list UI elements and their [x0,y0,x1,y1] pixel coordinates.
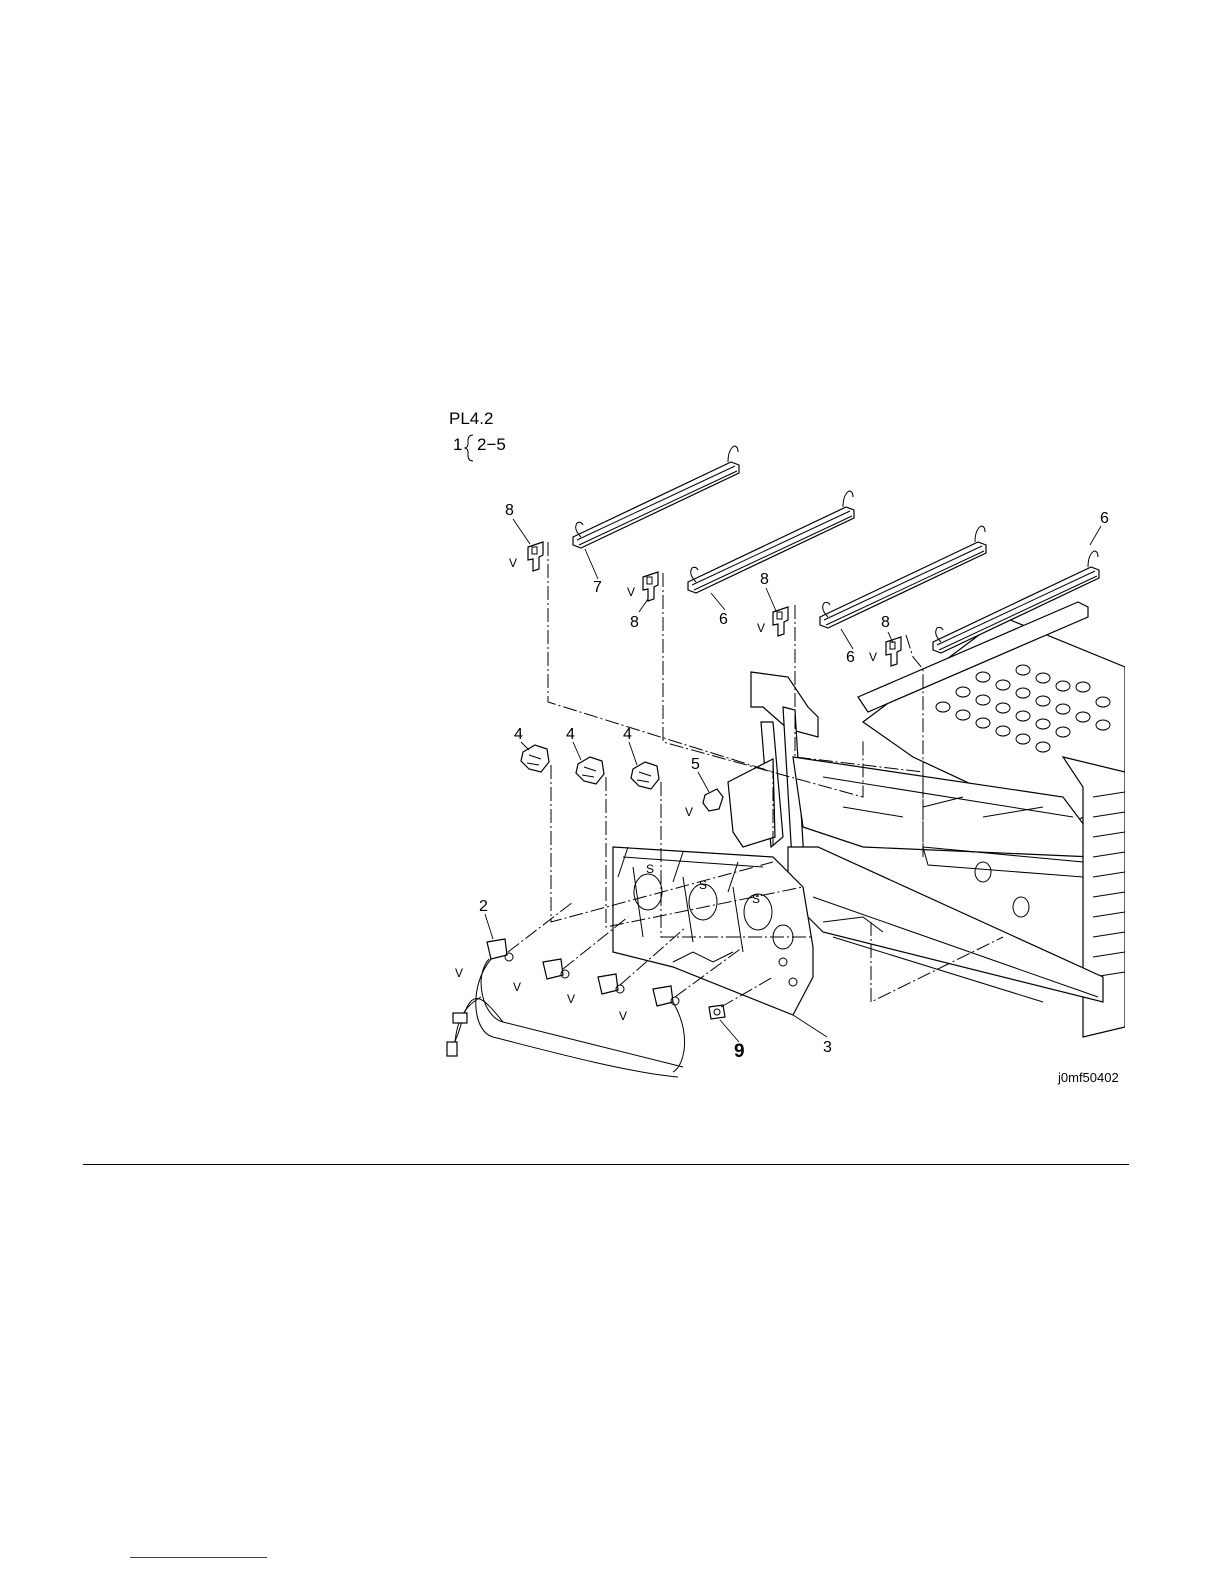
clip-8-d [886,637,901,666]
sensor-4-a [521,745,549,772]
sensor-4-c [631,762,659,789]
v-mark: V [509,556,517,570]
clip-8-b [643,572,658,601]
callout-8: 8 [760,571,769,588]
callout-4: 4 [514,726,523,743]
callout-8: 8 [630,614,639,631]
rail-7 [573,446,739,548]
callout-7: 7 [593,579,602,596]
callout-6: 6 [846,649,855,666]
callout-2: 2 [479,898,488,915]
callout-4: 4 [566,726,575,743]
callout-9: 9 [734,1041,745,1062]
v-mark: V [869,650,877,664]
parts-diagram: PL4.2 1 2−5 [443,377,1125,1107]
v-mark: V [455,966,463,980]
sensor-5 [703,759,775,847]
screw-mark: S [646,862,654,876]
sensor-4-b [576,757,604,784]
assembly-note-item: 1 [453,435,462,454]
exploded-view: PL4.2 1 2−5 [443,377,1125,1107]
v-mark: V [513,980,521,994]
callout-8: 8 [505,502,514,519]
screw-9 [709,1005,725,1019]
callout-8: 8 [881,614,890,631]
sensor-bracket: S S S [613,847,813,1015]
assembly-note-range: 2−5 [477,435,506,454]
callout-6: 6 [1100,510,1109,527]
v-mark: V [567,992,575,1006]
assembly-brace [465,435,473,461]
callout-5: 5 [691,756,700,773]
v-mark: V [627,585,635,599]
plate-reference: PL4.2 [449,409,493,428]
clip-8-c [773,607,788,636]
footer-link-underline[interactable] [130,1557,267,1558]
v-mark: V [619,1009,627,1023]
image-code: j0mf50402 [1057,1070,1119,1085]
rail-6-a [688,491,854,593]
section-divider [83,1164,1129,1165]
callout-3: 3 [823,1039,832,1056]
screw-mark: S [752,892,760,906]
callout-4: 4 [623,726,632,743]
rail-6-b [820,526,986,628]
callout-6: 6 [719,611,728,628]
v-mark: V [757,621,765,635]
clip-8-a [528,542,543,571]
v-mark: V [685,805,693,819]
